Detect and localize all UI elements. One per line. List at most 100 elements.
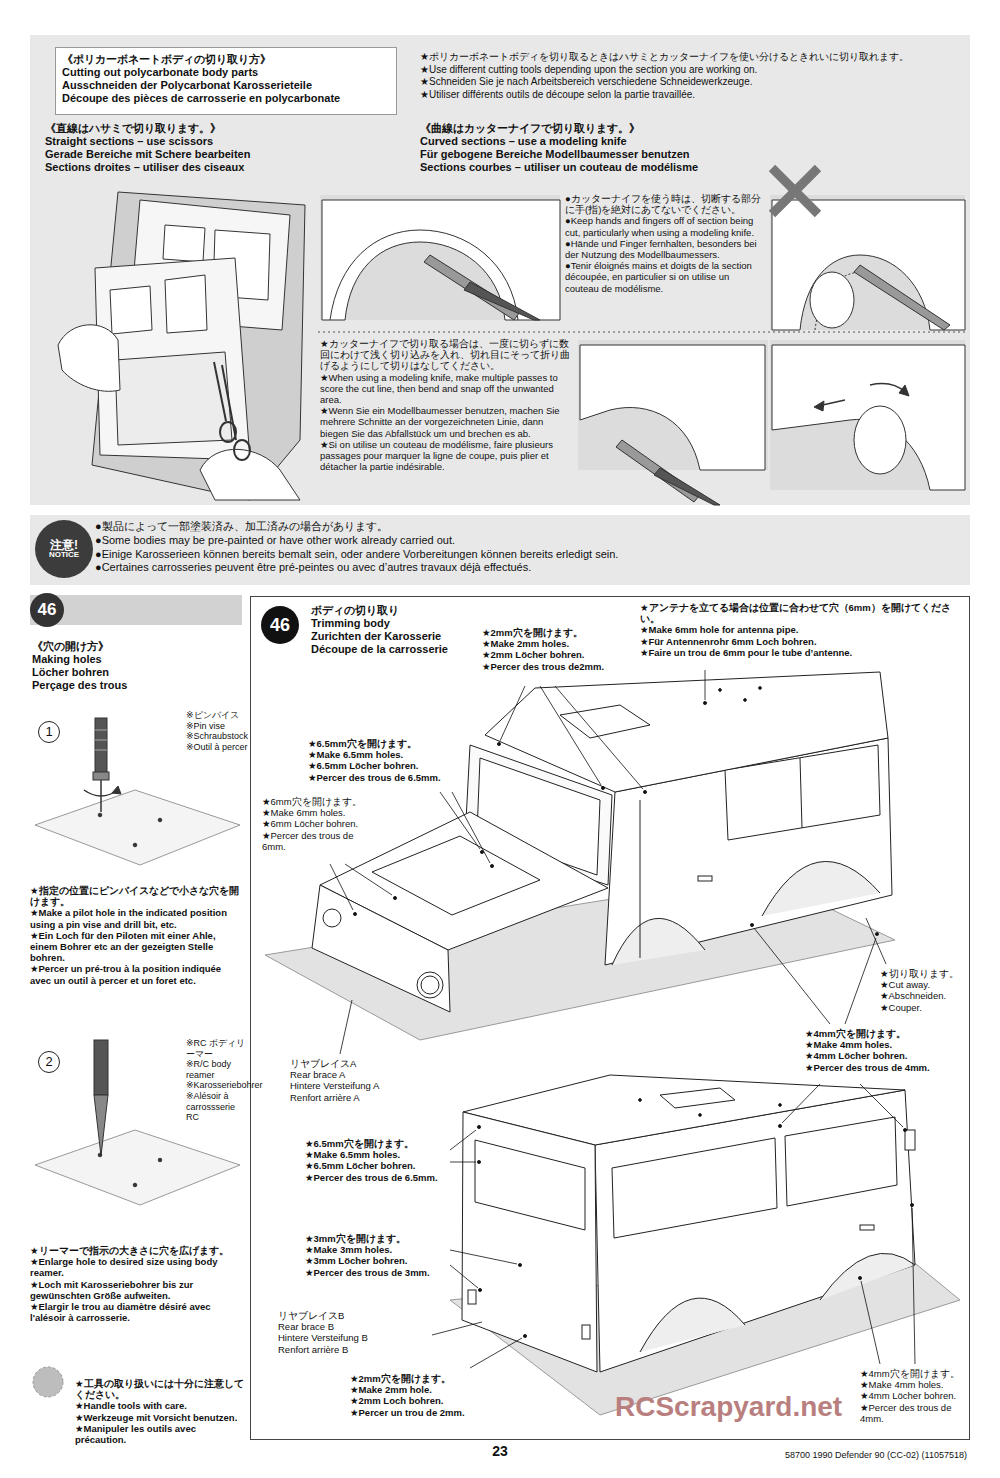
drill-illustrations <box>98 813 102 817</box>
section-heading: Curved sections – use a modeling knife <box>420 135 800 148</box>
node-text: Trimming body <box>311 617 486 630</box>
leader-lines <box>778 1124 781 1127</box>
knife-illustrations <box>810 272 854 328</box>
car-body-rear <box>660 1088 735 1108</box>
leader-lines <box>703 701 706 704</box>
leader-lines <box>744 699 747 702</box>
label-group: 《曲線はカッターナイフで切り取ります。》Curved sections – us… <box>420 122 800 174</box>
drill-illustrations <box>95 740 107 741</box>
callout-note: ★Make 2mm hole. <box>350 1384 500 1395</box>
label-group: ★リーマーで指示の大きさに穴を広げます。★Enlarge hole to des… <box>30 1245 242 1323</box>
node-text: ●Some bodies may be pre-painted or have … <box>95 534 965 548</box>
drill-illustrations <box>35 1130 240 1205</box>
part-name: Renfort arrière A <box>290 1092 420 1103</box>
knife-illustrations <box>770 195 965 330</box>
node-text: ●製品によって一部塗装済み、加工済みの場合があります。 <box>95 520 965 534</box>
node-text: ●Certaines carrosseries peuvent être pré… <box>95 561 965 575</box>
text-block: ボディの切り取りTrimming bodyZurichten der Karos… <box>311 604 486 656</box>
knife-illustrations <box>772 200 965 330</box>
drill-illustrations <box>95 730 107 731</box>
leader-lines <box>500 686 525 741</box>
car-body-front <box>640 800 641 958</box>
car-body-front <box>372 836 540 915</box>
instruction-note: ★Percer un pré-trou à la position indiqu… <box>30 963 242 985</box>
node-text: 《ポリカーボネートボディの切り取り方》 <box>62 53 392 66</box>
part-name: Renfort arrière B <box>278 1344 428 1355</box>
instruction-note: ★Si on utilise un couteau de modélisme, … <box>320 439 570 473</box>
badge-text: 1 <box>45 725 52 739</box>
knife-illustrations <box>578 340 768 470</box>
drill-illustrations <box>112 786 121 794</box>
callout-note: ★6.5mm穴を開けます。 <box>308 738 458 749</box>
knife-illustrations <box>320 195 560 320</box>
scissors-illustration <box>58 325 120 392</box>
car-body-front <box>800 758 802 828</box>
text-block: ★ポリカーボネートボディを切り取るときはハサミとカッターナイフを使い分けるときれ… <box>420 51 965 101</box>
leader-lines <box>452 792 490 863</box>
knife-illustrations <box>654 468 720 505</box>
panel-grounds <box>30 35 970 625</box>
knife-illustrations <box>772 168 818 214</box>
safety-note: ★Manipuler les outils avec précaution. <box>75 1423 245 1445</box>
callout-note: ★6.5mm穴を開けます。 <box>305 1138 445 1149</box>
callout-note: ★Make 6mm hole for antenna pipe. <box>640 624 965 635</box>
car-body-rear <box>785 1117 897 1206</box>
label-group: ★4mm穴を開けます。★Make 4mm holes.★4mm Löcher b… <box>860 1368 965 1424</box>
car-body-front <box>312 885 450 1012</box>
badge-text: 2 <box>45 1055 52 1069</box>
car-body-rear <box>462 1112 597 1372</box>
label-group: ※RC ボディリーマー※R/C body reamer※Karosseriebo… <box>186 1038 248 1123</box>
leader-lines <box>497 742 500 745</box>
node-text: Zurichten der Karosserie <box>311 630 486 643</box>
callout-note: ★4mm穴を開けます。 <box>805 1028 965 1039</box>
leader-lines <box>540 686 601 785</box>
leader-lines <box>490 864 493 867</box>
callout-note: ★Percer des trous de 6.5mm. <box>305 1172 445 1183</box>
leader-lines <box>353 912 356 915</box>
leader-lines <box>450 1250 517 1264</box>
section-heading: Gerade Bereiche mit Schere bearbeiten <box>45 148 315 161</box>
callout-note: ★6mm Löcher bohren. <box>262 818 362 829</box>
car-body-rear <box>582 1325 590 1339</box>
instruction-note: ★指定の位置にピンバイスなどで小さな穴を開けます。 <box>30 885 242 907</box>
callout-note: ★Percer un trou de 2mm. <box>350 1407 500 1418</box>
knife-illustrations <box>772 345 965 490</box>
scissors-illustration <box>214 362 226 421</box>
scissors-illustration <box>200 449 300 500</box>
badge-text: 注意! <box>50 539 78 552</box>
leader-lines <box>340 1000 352 1054</box>
tool-name: ※Outil à percer <box>186 742 248 753</box>
heading-box: 《ポリカーボネートボディの切り取り方》Cutting out polycarbo… <box>55 47 397 115</box>
label-group: ★6.5mm穴を開けます。★Make 6.5mm holes.★6.5mm Lö… <box>305 1138 445 1183</box>
part-name: Rear brace A <box>290 1069 420 1080</box>
instruction-note: ★Enlarge hole to desired size using body… <box>30 1256 242 1278</box>
knife-illustrations <box>772 168 818 214</box>
callout-note: ★切り取ります。 <box>880 968 965 979</box>
part-name: リヤブレイスA <box>290 1058 420 1069</box>
text-block: 注意!NOTICE <box>35 520 93 578</box>
node-text: ★Schneiden Sie je nach Arbeitsbereich ve… <box>420 76 965 89</box>
car-body-rear <box>905 1130 915 1150</box>
leader-lines <box>478 1288 481 1291</box>
section-heading: 《曲線はカッターナイフで切り取ります。》 <box>420 122 800 135</box>
leader-lines <box>705 670 706 700</box>
drill-illustrations <box>95 718 107 773</box>
leader-lines <box>759 687 762 690</box>
callout-note: ★Percer des trous de 6.5mm. <box>308 772 458 783</box>
car-body-front <box>762 861 880 916</box>
safety-note: ★工具の取り扱いには十分に注意してください。 <box>75 1378 245 1400</box>
step-panel: ボディの切り取りTrimming bodyZurichten der Karos… <box>250 596 970 1440</box>
leader-lines <box>477 1125 480 1128</box>
leader-lines <box>330 864 353 910</box>
badge-text: 46 <box>270 616 290 635</box>
label-group: 23 <box>470 1443 530 1460</box>
panel-grounds <box>318 331 965 332</box>
section-heading: Sections droites – utiliser des ciseaux <box>45 161 315 174</box>
scissors-illustration <box>110 286 152 334</box>
label-group: ★3mm穴を開けます。★Make 3mm holes.★3mm Löcher b… <box>305 1233 445 1278</box>
label-group: RCScrapyard.net <box>615 1390 855 1423</box>
car-body-front <box>323 909 341 927</box>
panel-grounds <box>30 515 970 585</box>
knife-illustrations <box>330 230 518 320</box>
label-group: ※ピンバイス※Pin vise※Schraubstock※Outil à per… <box>186 710 248 752</box>
